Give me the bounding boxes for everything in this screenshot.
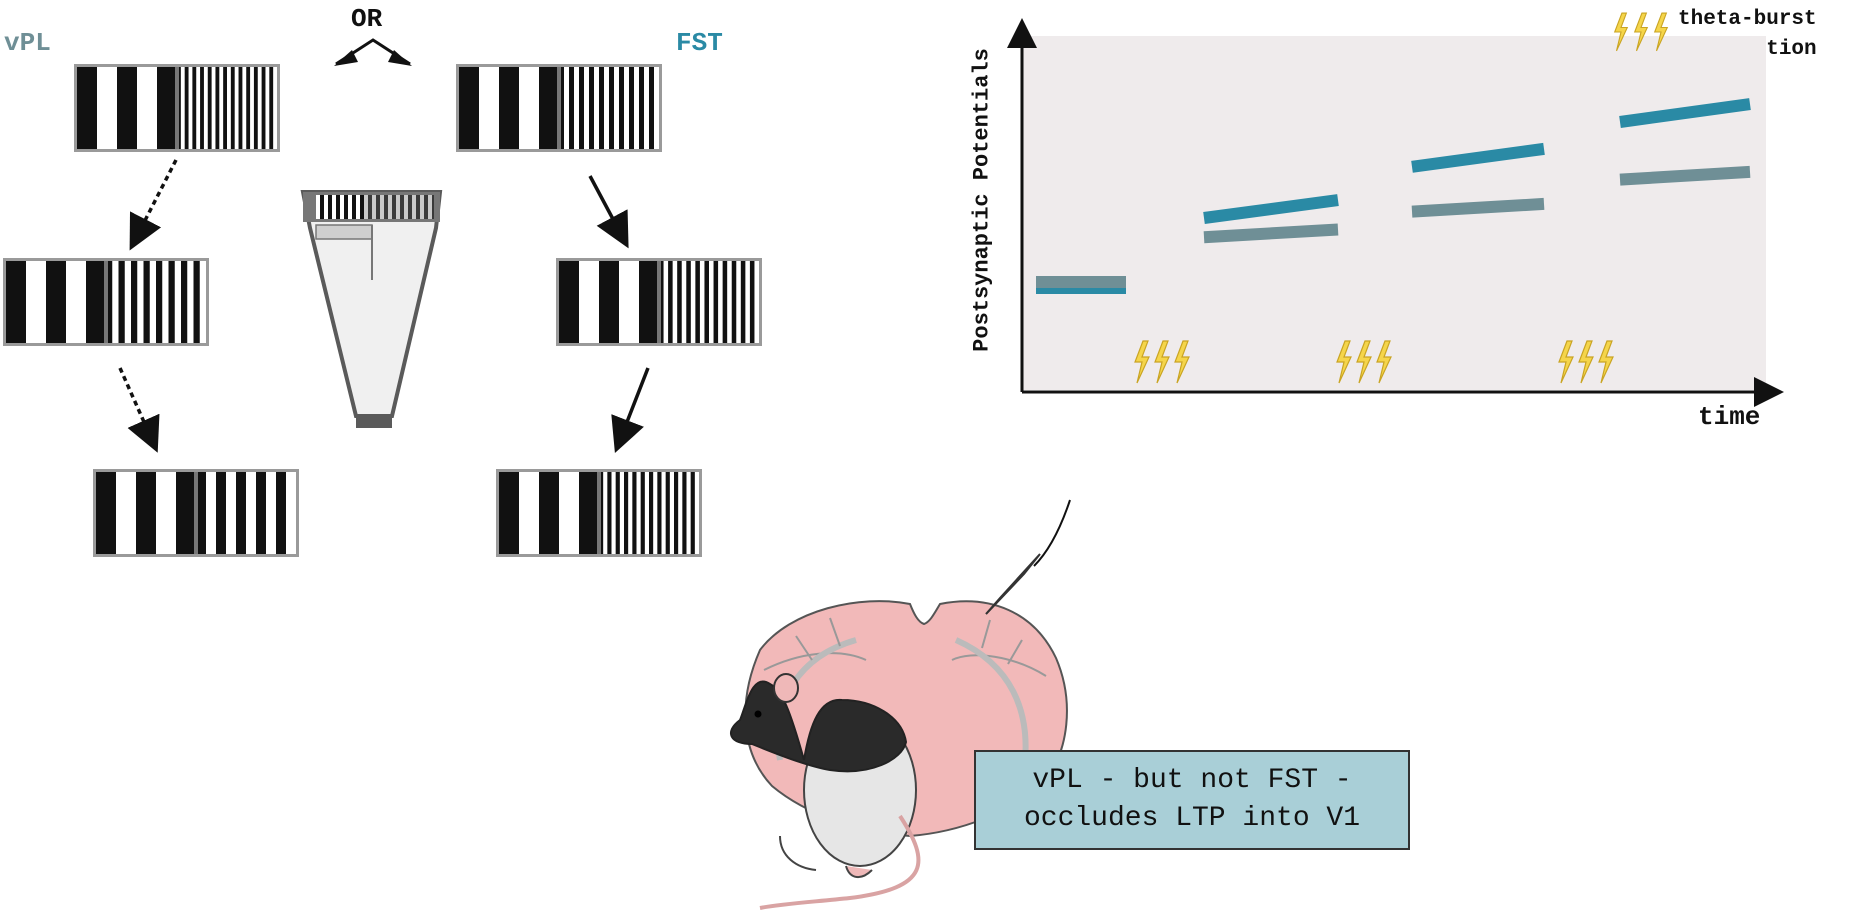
plot-x-axis-label: time — [1698, 402, 1761, 432]
grating-mid-right — [556, 258, 762, 346]
plot-segment-vpl-1 — [1203, 223, 1339, 244]
arrow-left-2 — [118, 367, 160, 453]
plot-segment-vpl-3 — [1619, 165, 1751, 186]
grating-stripes — [77, 67, 274, 149]
plot-segment-fst-2 — [1411, 142, 1545, 173]
arrow-right-2 — [611, 367, 650, 454]
grating-stripes — [459, 67, 654, 149]
grating-top-right — [456, 64, 662, 152]
plot-segment-fst-3 — [1619, 98, 1751, 128]
grating-stripes — [559, 261, 755, 343]
caption-line2: occludes LTP into V1 — [1023, 803, 1361, 834]
arrow-left-1 — [129, 159, 178, 251]
caption-box: vPL - but not FST - occludes LTP into V1 — [974, 750, 1410, 850]
plot-segment-vpl-2 — [1411, 197, 1545, 218]
grating-bottom-left — [93, 469, 299, 557]
grating-stripes — [499, 472, 695, 554]
visual-apparatus — [300, 190, 443, 428]
ltp-plot — [1007, 18, 1784, 407]
electrode — [985, 499, 1071, 615]
grating-stripes — [96, 472, 286, 554]
grating-stripes — [6, 261, 200, 343]
grating-mid-left — [3, 258, 209, 346]
or-arrows — [334, 38, 412, 66]
vpl-label: vPL — [4, 28, 51, 58]
or-label: OR — [351, 4, 383, 34]
legend-text-line1: theta-burst — [1678, 8, 1817, 31]
grating-top-left — [74, 64, 280, 152]
arrow-right-1 — [588, 175, 629, 249]
fst-label: FST — [676, 28, 723, 58]
grating-bottom-right — [496, 469, 702, 557]
mouse-illustration — [729, 673, 921, 910]
plot-segment-fst-1 — [1203, 194, 1339, 224]
caption-line1: vPL - but not FST - — [1032, 765, 1352, 796]
